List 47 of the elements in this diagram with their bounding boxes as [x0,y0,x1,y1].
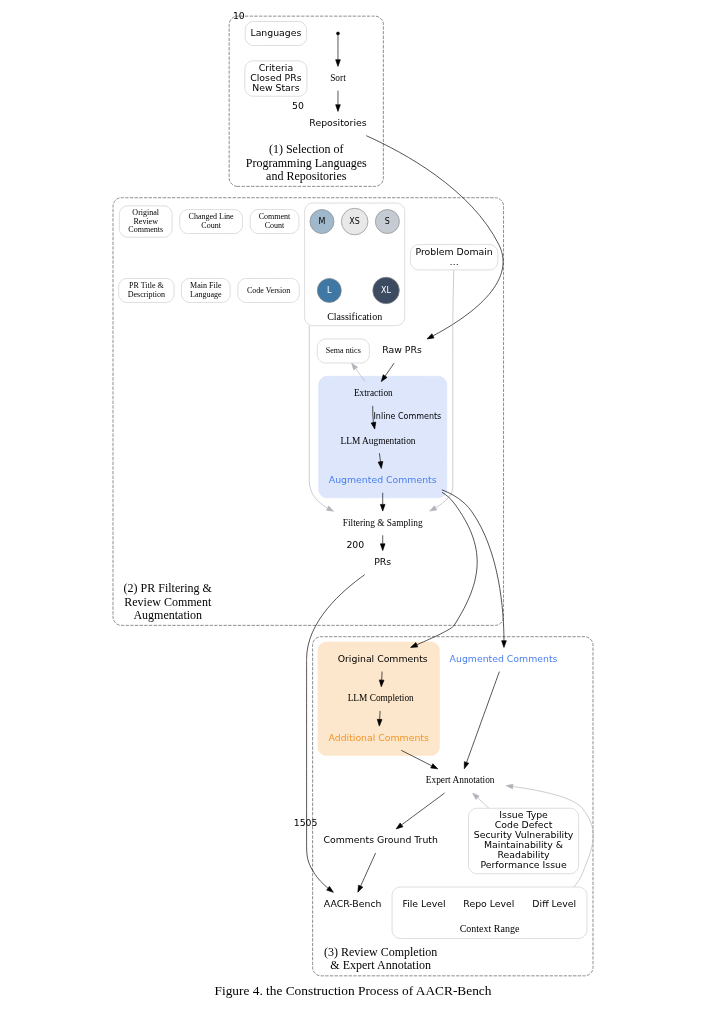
node-text: Raw PRs [381,344,422,356]
node-text: Additional Comments [328,731,429,743]
caption: Figure 4. the Construction Process of AACR-Bench [214,982,491,998]
node-box: Problem Domain … [409,244,498,271]
arrow [334,34,341,67]
node-text: Repositories [308,117,367,129]
arrow [409,491,477,648]
arrow [441,489,507,648]
node-text: Diff Level [531,897,576,909]
arrow [365,135,503,340]
arrow [380,362,394,382]
arrow [350,362,365,382]
node-box: Languages [244,21,307,46]
node-text: AACR-Bench [323,897,381,909]
arrow [370,405,376,430]
arrow [428,269,454,512]
arrow [357,852,376,893]
arrow [400,749,438,770]
node-label: 200 [345,539,364,551]
node-text: File Level [401,897,446,909]
arrow [305,574,365,893]
arrow [379,534,385,551]
node-text: Expert Annotation [425,775,494,786]
node-text: Comments Ground Truth [322,834,438,846]
arrow [308,325,334,512]
node-text: Original Comments [337,652,428,664]
node-text: Augmented Comments [449,652,557,664]
arrow [334,90,341,112]
node-text: LLM Completion [347,693,414,704]
node-text: Sort [329,73,346,84]
node-text: Filtering & Sampling [342,517,423,528]
arrow [376,710,382,727]
arrow [471,792,489,809]
node-text: Repo Level [462,897,514,909]
node-box: Issue Type Code Defect Security Vulnerability Maintainability & Readability Performance Issue [467,807,579,875]
node-label: 50 [291,100,304,112]
node-text: PRs [373,556,391,568]
node-text: Augmented Comments [328,473,437,485]
arrow [395,792,445,830]
node-text: LLM Augmentation [340,435,415,446]
node-box: Criteria Closed PRs New Stars [244,60,307,97]
arrow [379,492,385,512]
arrow [463,671,500,770]
node-text: Extraction [353,388,393,399]
arrow [505,783,594,888]
arrow [377,452,383,469]
arrow [378,671,384,688]
